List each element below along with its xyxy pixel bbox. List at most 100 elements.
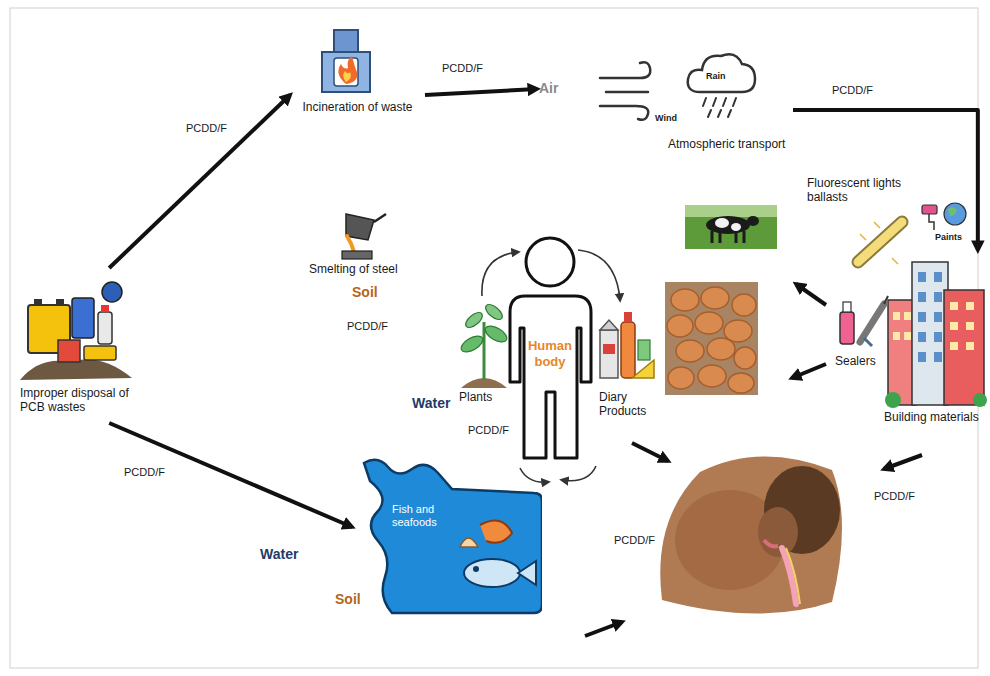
cloud [688, 54, 755, 92]
rain-drop [713, 98, 716, 106]
window [918, 272, 926, 282]
egg [671, 289, 699, 311]
pasture [685, 205, 777, 249]
node-label: Smelting of steel [309, 262, 415, 276]
source-box: Sealers [832, 292, 886, 372]
transport-box: RainWindAtmospheric transport [598, 45, 793, 157]
buildings-icon-part [918, 272, 942, 362]
text-slot: Atmospheric transport [668, 137, 793, 151]
egg [728, 373, 754, 393]
caulk-tip [884, 296, 888, 304]
window [950, 302, 958, 310]
tower [912, 262, 948, 405]
leaf [459, 333, 486, 355]
pollutant-label: PCDD/F [345, 320, 390, 333]
dairy-icon [600, 312, 654, 378]
text-slot: PCDD/F [612, 530, 657, 548]
roller-handle [929, 214, 934, 230]
eggs-photo-part [667, 287, 756, 393]
window [966, 342, 974, 350]
battery-terminal [34, 299, 42, 305]
egg [667, 315, 693, 337]
egg [676, 340, 704, 362]
paint-roller [922, 205, 937, 214]
flow-arrow [585, 622, 622, 636]
breastfeeding-illustration [660, 456, 842, 613]
ladle [346, 214, 374, 240]
node-label: Paints [935, 232, 968, 243]
node-label: Plants [459, 390, 505, 404]
wind-icon [600, 62, 650, 120]
cow-photo [685, 205, 777, 249]
fluorescent-tube-icon-part [860, 222, 898, 264]
smelting-icon [342, 214, 386, 259]
carton-label [603, 344, 615, 354]
text-slot: PCDD/F [345, 316, 390, 334]
node-label: Air [539, 80, 569, 97]
text-slot: Improper disposal of PCB wastes [20, 386, 138, 415]
source-box: Smelting of steel [305, 208, 415, 278]
cow-patch [715, 218, 729, 228]
node-label: Improper disposal of PCB wastes [20, 386, 138, 415]
text-slot: PCDD/F [440, 58, 485, 76]
medium-label: Soil [350, 284, 380, 301]
carton-top [600, 320, 618, 330]
node-text: Atmospheric transport [668, 137, 793, 151]
flow-arrow [884, 455, 922, 469]
food-box: Diary Products [598, 302, 656, 427]
light-ray [892, 258, 898, 264]
tube [858, 222, 902, 262]
text-slot: PCDD/F [872, 486, 917, 504]
window [934, 332, 942, 342]
building [944, 290, 984, 405]
baby-face [758, 507, 798, 557]
background-field [685, 205, 777, 217]
buildings-icon [885, 262, 987, 408]
window [918, 292, 926, 302]
mother-body [660, 456, 842, 613]
mould [342, 251, 372, 259]
window [893, 312, 900, 320]
food-box: Plants [455, 298, 507, 408]
milk-carton [600, 330, 618, 378]
rain-drop [723, 98, 726, 106]
cow-leg [743, 231, 746, 243]
flow-arrow [109, 423, 352, 527]
glass [638, 340, 650, 360]
flow-arrow [425, 89, 537, 95]
chimney [334, 30, 358, 52]
flow-arrow [632, 443, 668, 461]
bottle-cap [101, 305, 109, 312]
window [918, 352, 926, 362]
fluorescent-tube-icon [858, 222, 902, 264]
cow-leg [711, 231, 714, 243]
throat-line [786, 548, 800, 604]
node-label: Diary Products [599, 390, 656, 419]
incinerator-icon [322, 30, 370, 92]
wind-line [606, 91, 648, 94]
medium-label-box: Air [537, 78, 571, 100]
pcb-waste-icon [20, 282, 132, 380]
text-slot: Incineration of waste [290, 100, 425, 114]
flow-arrow [793, 110, 978, 250]
window [934, 312, 942, 322]
window [934, 352, 942, 362]
window [893, 332, 900, 340]
waste-bag [102, 282, 122, 302]
window [966, 302, 974, 310]
flow-arrows [585, 284, 922, 636]
rain-drop [708, 110, 711, 117]
light-ray [874, 222, 880, 228]
tube-outline [858, 222, 902, 262]
source-box: Paints [920, 198, 968, 246]
rain-drop [718, 110, 721, 117]
text-slot: Wind [655, 113, 687, 124]
leaf [463, 310, 485, 331]
window [966, 322, 974, 330]
node-label: Fish and seafoods [392, 503, 454, 529]
egg [701, 287, 729, 309]
pollutant-label: PCDD/F [466, 424, 511, 437]
source-box: Building materials [884, 250, 986, 430]
node-text: Wind [655, 113, 687, 124]
can [58, 340, 80, 362]
